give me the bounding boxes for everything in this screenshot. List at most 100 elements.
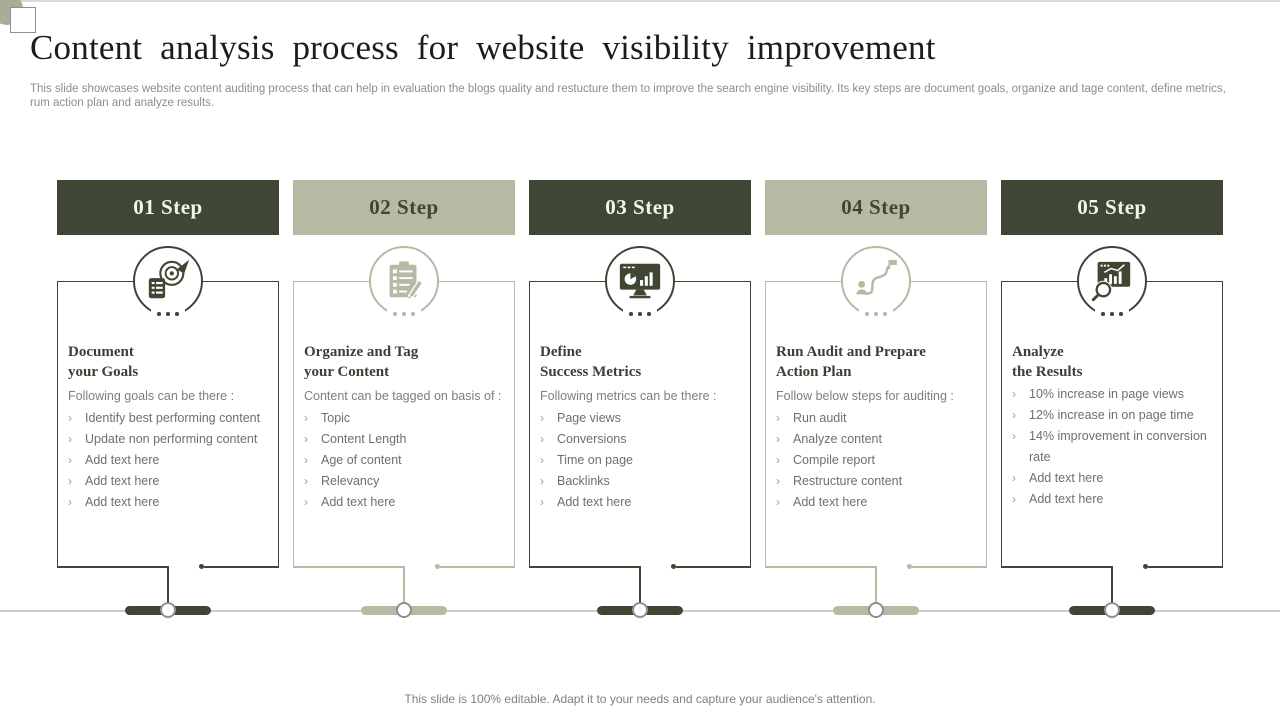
step-column-2: 02 Step Organize and Tag your Content Co… xyxy=(293,2,515,722)
step-column-1: 01 Step Document your Goals Following go… xyxy=(57,2,279,722)
step-icon-circle-5 xyxy=(1077,246,1147,316)
timeline-node-circle xyxy=(396,602,412,618)
step-card-content-3: Define Success Metrics Following metrics… xyxy=(529,342,751,513)
list-item: ›Topic xyxy=(304,411,351,425)
step-card-1 xyxy=(57,281,279,567)
timeline-node-circle xyxy=(632,602,648,618)
list-item: ›Analyze content xyxy=(776,432,882,446)
list-item: ›Identify best performing content xyxy=(68,411,261,425)
analyze-results-icon xyxy=(1091,261,1131,302)
step-card-content-1: Document your Goals Following goals can … xyxy=(57,342,279,513)
list-item: ›Time on page xyxy=(540,453,633,467)
step-header-2: 02 Step xyxy=(293,180,515,235)
connector-line xyxy=(1001,566,1113,568)
circle-dotted-arc xyxy=(623,308,657,319)
list-item: ›Add text here xyxy=(68,495,160,509)
connector-line xyxy=(440,566,515,568)
connector-dot xyxy=(671,564,676,569)
list-item: ›Restructure content xyxy=(776,474,903,488)
list-item: ›Content Length xyxy=(304,432,407,446)
list-item: ›Compile report xyxy=(776,453,875,467)
card-intro: Following metrics can be there : xyxy=(540,389,717,403)
connector-line xyxy=(204,566,279,568)
step-header-5: 05 Step xyxy=(1001,180,1223,235)
timeline-node-circle xyxy=(160,602,176,618)
list-item: ›Add text here xyxy=(304,495,396,509)
connector-line xyxy=(57,566,169,568)
card-title: Organize and Tag your Content xyxy=(304,344,419,380)
list-item: ›Add text here xyxy=(68,453,160,467)
list-item: ›Run audit xyxy=(776,411,847,425)
monitor-chart-icon xyxy=(619,263,661,299)
circle-dotted-arc xyxy=(151,308,185,319)
list-item: ›Backlinks xyxy=(540,474,610,488)
bullet-list: ›Topic ›Content Length ›Age of content ›… xyxy=(304,408,509,513)
list-item: ›Add text here xyxy=(776,495,868,509)
step-card-3 xyxy=(529,281,751,567)
connector-line xyxy=(676,566,751,568)
list-item: ›10% increase in page views xyxy=(1012,387,1184,401)
checklist-pencil-icon xyxy=(389,261,424,301)
timeline-node-circle xyxy=(868,602,884,618)
footer-note: This slide is 100% editable. Adapt it to… xyxy=(404,692,876,706)
card-intro: Content can be tagged on basis of : xyxy=(304,389,502,403)
timeline-node-circle xyxy=(1104,602,1120,618)
route-flag-icon xyxy=(856,259,897,295)
step-card-content-4: Run Audit and Prepare Action Plan Follow… xyxy=(765,342,987,513)
connector-line xyxy=(293,566,405,568)
circle-dotted-arc xyxy=(1095,308,1129,319)
list-item: ›Add text here xyxy=(540,495,632,509)
connector-line xyxy=(529,566,641,568)
step-card-5 xyxy=(1001,281,1223,567)
circle-dotted-arc xyxy=(859,308,893,319)
bullet-list: ›10% increase in page views ›12% increas… xyxy=(1012,384,1217,510)
step-icon-circle-3 xyxy=(605,246,675,316)
step-icon-circle-4 xyxy=(841,246,911,316)
step-card-content-5: Analyze the Results ›10% increase in pag… xyxy=(1001,342,1223,510)
step-icon-circle-2 xyxy=(369,246,439,316)
card-intro: Follow below steps for auditing : xyxy=(776,389,954,403)
list-item: ›Add text here xyxy=(1012,492,1104,506)
step-header-1: 01 Step xyxy=(57,180,279,235)
list-item: ›Age of content xyxy=(304,453,402,467)
circle-dotted-arc xyxy=(387,308,421,319)
card-title: Run Audit and Prepare Action Plan xyxy=(776,344,926,380)
connector-line xyxy=(403,567,405,607)
connector-line xyxy=(912,566,987,568)
connector-line xyxy=(875,567,877,607)
connector-line xyxy=(167,567,169,607)
step-header-3: 03 Step xyxy=(529,180,751,235)
list-item: ›Update non performing content xyxy=(68,432,258,446)
list-item: ›Page views xyxy=(540,411,621,425)
page-subtitle: This slide showcases website content aud… xyxy=(30,83,1226,109)
step-card-2 xyxy=(293,281,515,567)
step-column-4: 04 Step Run Audit and Prepare Action Pla… xyxy=(765,2,987,722)
list-item: ›14% improvement in conversion rate xyxy=(1012,429,1207,464)
list-item: ›Conversions xyxy=(540,432,627,446)
bullet-list: ›Run audit ›Analyze content ›Compile rep… xyxy=(776,408,981,513)
connector-dot xyxy=(435,564,440,569)
list-item: ›Add text here xyxy=(1012,471,1104,485)
card-title: Document your Goals xyxy=(68,344,139,380)
step-header-4: 04 Step xyxy=(765,180,987,235)
list-item: ›Add text here xyxy=(68,474,160,488)
card-title: Analyze the Results xyxy=(1012,344,1083,380)
connector-line xyxy=(1148,566,1223,568)
step-card-content-2: Organize and Tag your Content Content ca… xyxy=(293,342,515,513)
list-item: ›Relevancy xyxy=(304,474,380,488)
bullet-list: ›Identify best performing content ›Updat… xyxy=(68,408,273,513)
step-icon-circle-1 xyxy=(133,246,203,316)
card-intro: Following goals can be there : xyxy=(68,389,235,403)
target-arrow-icon xyxy=(148,259,190,299)
card-title: Define Success Metrics xyxy=(540,344,642,380)
connector-line xyxy=(1111,567,1113,607)
connector-dot xyxy=(1143,564,1148,569)
connector-dot xyxy=(199,564,204,569)
corner-square-decoration xyxy=(10,7,36,33)
connector-dot xyxy=(907,564,912,569)
step-column-3: 03 Step Define Success Metrics Following… xyxy=(529,2,751,722)
step-column-5: 05 Step Analyze the Results ›10% increas… xyxy=(1001,2,1223,722)
connector-line xyxy=(765,566,877,568)
page-title: Content analysis process for website vis… xyxy=(30,28,936,67)
